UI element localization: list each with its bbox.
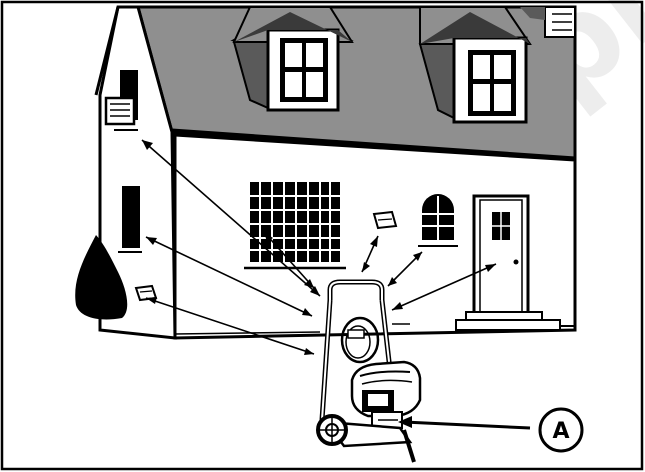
callout-label: A [552,419,569,444]
wall-vent [374,212,396,228]
dormer-right [420,7,530,122]
dormer-right-window [468,50,516,116]
dormer-left [234,7,352,110]
callout-a: A [398,409,582,451]
dormer-left-window [280,38,328,102]
front-door [474,196,528,314]
front-picture-window [244,182,346,268]
